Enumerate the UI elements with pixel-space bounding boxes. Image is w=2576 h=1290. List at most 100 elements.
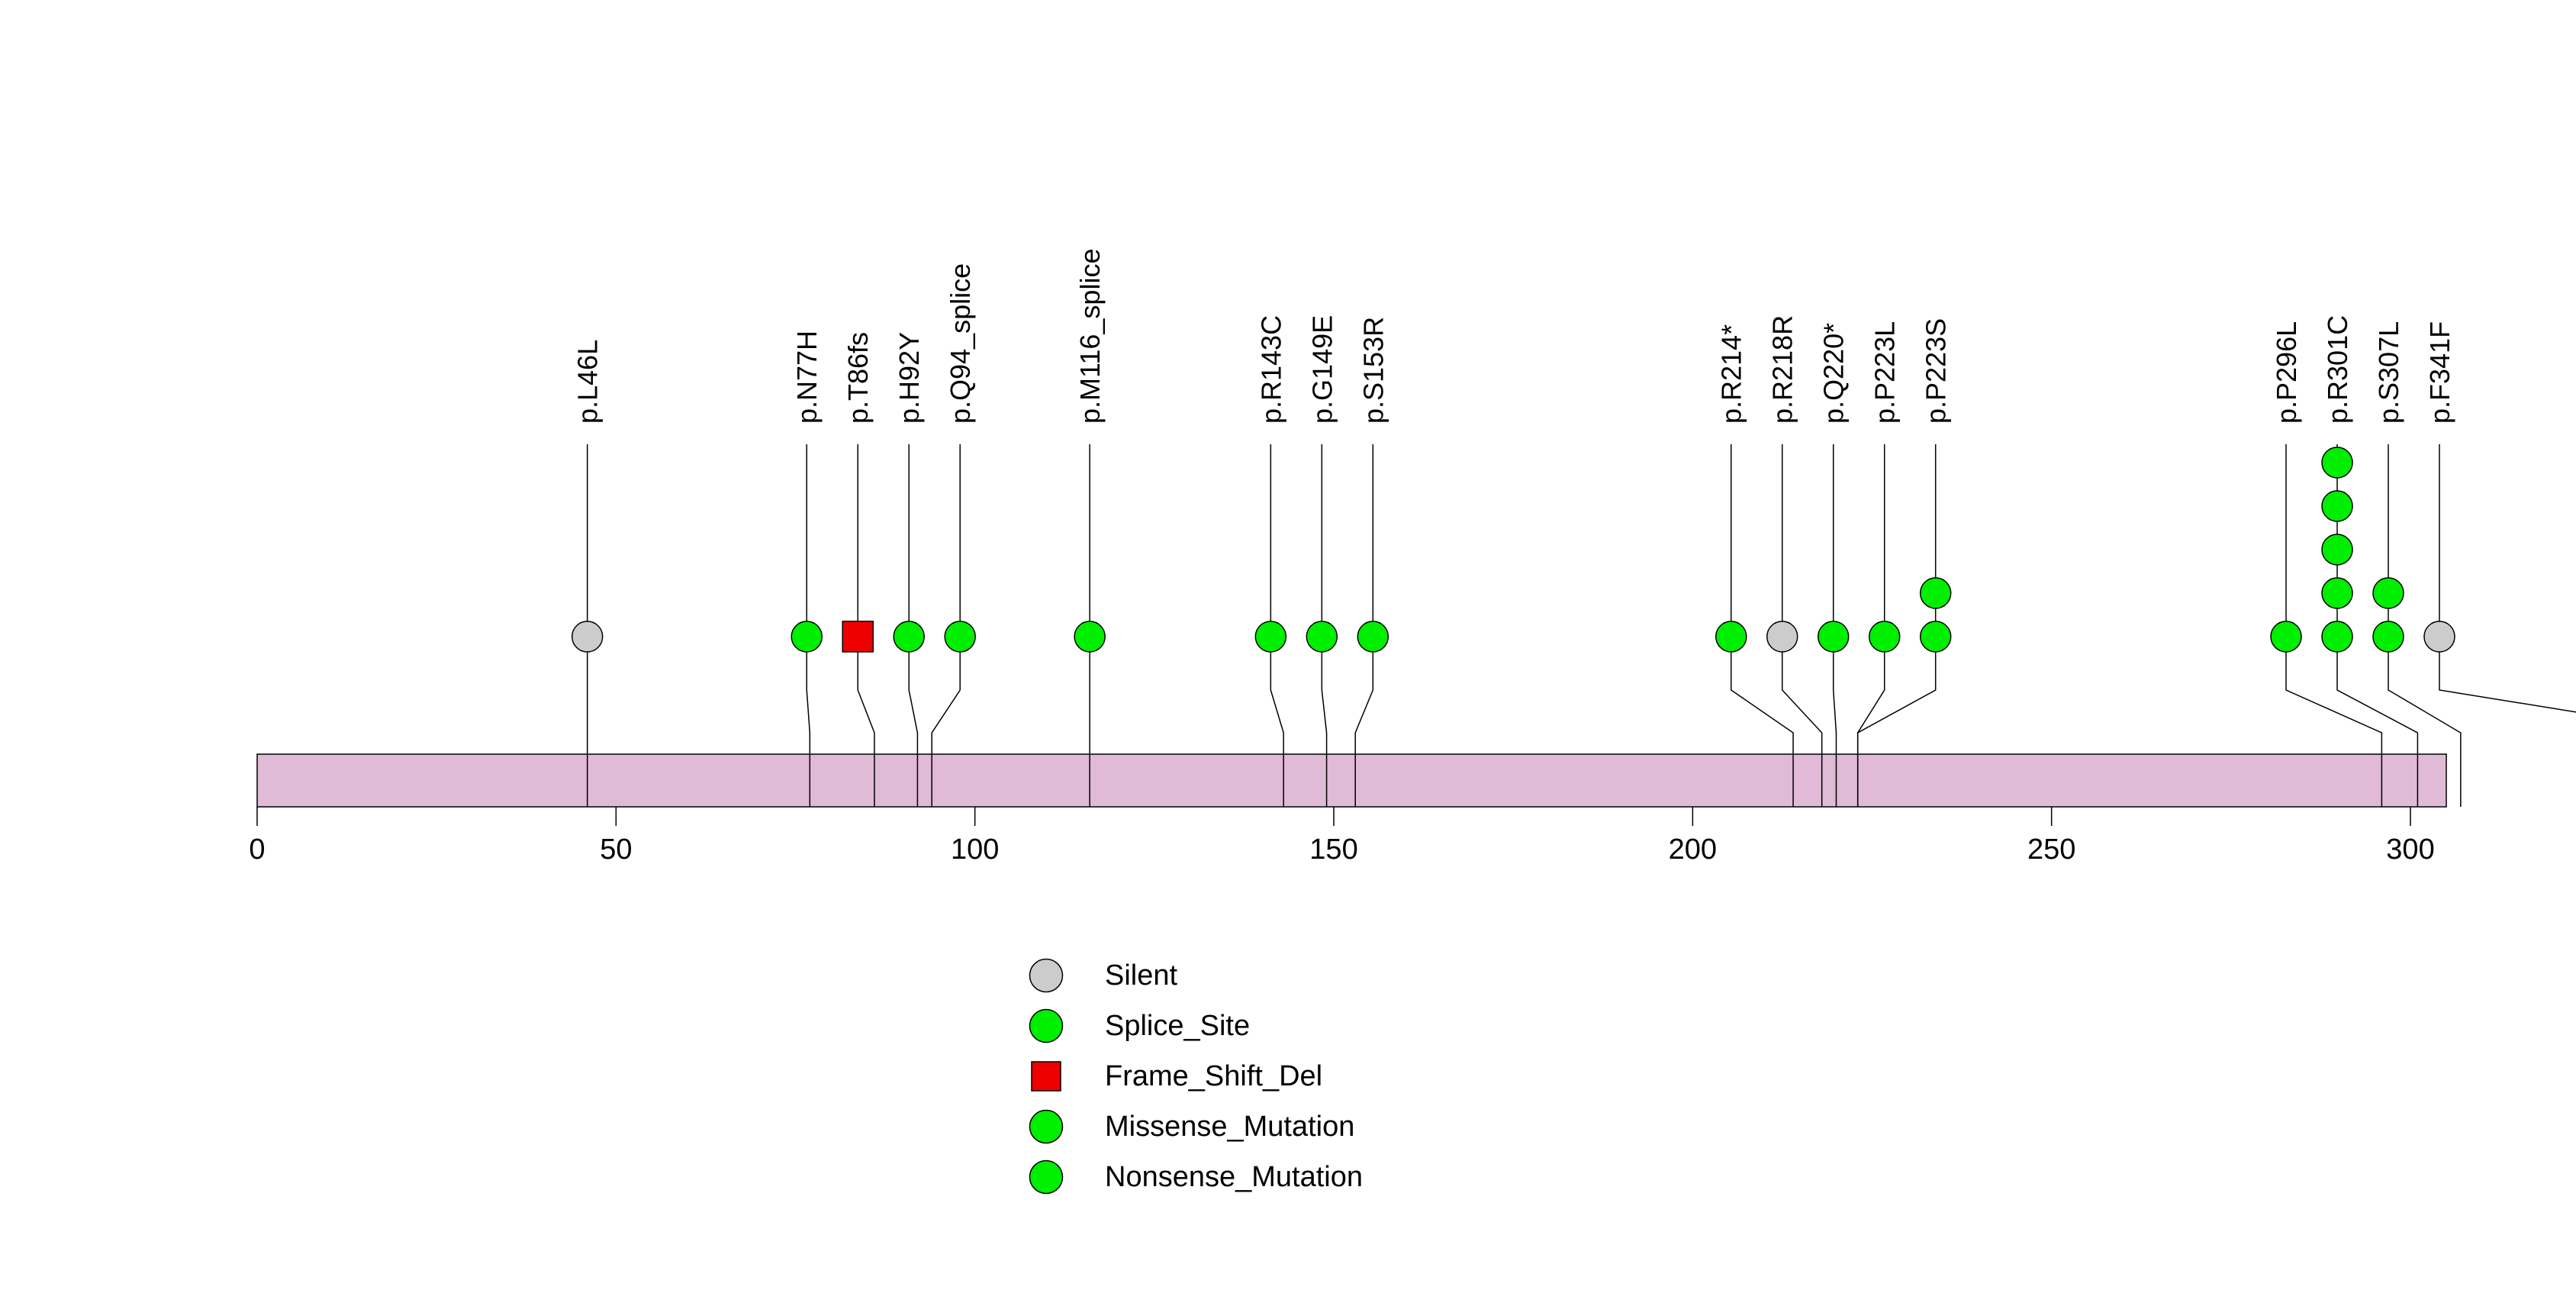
mutation-stem	[806, 444, 811, 807]
legend-circle-marker-icon	[1029, 1008, 1064, 1043]
mutation-label: p.F341F	[2424, 321, 2455, 424]
mutation-label: p.P223S	[1921, 318, 1952, 424]
mutation-marker	[2372, 621, 2404, 653]
mutation-marker	[2423, 621, 2455, 653]
legend-label: Splice_Site	[1105, 1010, 1250, 1042]
mutation-marker	[842, 621, 874, 653]
axis-tick-label: 200	[1669, 834, 1717, 866]
mutation-marker	[893, 621, 925, 653]
legend-square-marker-icon	[1031, 1061, 1061, 1092]
mutation-marker	[1919, 621, 1952, 653]
lollipop: p.P223S	[1919, 318, 1952, 653]
lollipop: p.R143C	[1254, 315, 1287, 653]
protein-axis: 0 50 100 150 200 250 300	[249, 753, 2447, 866]
lollipop: p.Q220*	[1817, 323, 1850, 653]
mutation-label: p.R143C	[1255, 315, 1286, 424]
mutation-marker	[1074, 621, 1106, 653]
mutation-marker	[1306, 621, 1338, 653]
lollipop: p.F341F	[2423, 321, 2455, 653]
legend-item: Silent	[1029, 958, 1177, 993]
axis-tick-label: 150	[1309, 834, 1357, 866]
axis-tick-label: 250	[2027, 834, 2075, 866]
mutation-label: p.P296L	[2271, 321, 2302, 424]
legend-label: Frame_Shift_Del	[1105, 1060, 1322, 1092]
lollipop: p.Q94_splice	[944, 263, 976, 653]
lollipop: p.T86fs	[842, 332, 874, 653]
mutation-label: p.N77H	[791, 331, 823, 424]
axis-tick-label: 100	[951, 834, 999, 866]
legend-circle-marker-icon	[1029, 1109, 1064, 1144]
lollipop: p.M116_splice	[1074, 249, 1106, 653]
axis-tick-label: 50	[600, 834, 632, 866]
legend-item: Splice_Site	[1029, 1008, 1250, 1043]
mutation-label: p.R214*	[1716, 324, 1747, 424]
mutation-marker	[1254, 621, 1287, 653]
mutation-stem	[1832, 444, 1837, 807]
legend-label: Silent	[1105, 959, 1177, 992]
mutation-marker	[2372, 577, 2404, 609]
mutation-stem	[908, 444, 919, 807]
mutation-stem	[1856, 444, 1937, 807]
legend-item: Missense_Mutation	[1029, 1109, 1354, 1144]
lollipop: p.R218R	[1766, 315, 1798, 653]
mutation-marker	[1715, 621, 1747, 653]
mutation-label: p.R218R	[1767, 315, 1798, 424]
lollipop: p.S153R	[1357, 317, 1389, 653]
mutation-marker	[1766, 621, 1798, 653]
legend-label: Nonsense_Mutation	[1105, 1161, 1363, 1193]
legend-item: Frame_Shift_Del	[1031, 1060, 1322, 1092]
mutation-marker	[571, 621, 604, 653]
lollipop: p.R214*	[1715, 324, 1747, 653]
mutation-label: p.H92Y	[894, 332, 925, 424]
mutation-label: p.Q220*	[1818, 323, 1850, 424]
legend-label: Missense_Mutation	[1105, 1111, 1354, 1143]
mutation-marker	[2321, 490, 2353, 522]
lollipop: p.H92Y	[893, 332, 925, 653]
mutation-stem	[857, 444, 875, 807]
mutation-marker	[2321, 447, 2353, 479]
mutation-marker	[944, 621, 976, 653]
mutation-stem	[2388, 444, 2462, 807]
mutation-stem	[1781, 444, 1823, 807]
axis-tick-label: 0	[249, 834, 265, 866]
mutation-label: p.L46L	[572, 340, 604, 424]
mutation-label: p.P223L	[1869, 321, 1901, 424]
mutation-label: p.Q94_splice	[945, 263, 976, 424]
mutation-marker	[1817, 621, 1850, 653]
mutation-label: p.R301C	[2322, 315, 2353, 424]
mutation-marker	[2321, 577, 2353, 609]
mutation-stem	[931, 444, 961, 807]
gene-body-bar	[256, 753, 2447, 808]
mutation-marker	[2321, 534, 2353, 566]
legend-item: Nonsense_Mutation	[1029, 1159, 1363, 1195]
mutation-marker	[2270, 621, 2302, 653]
mutation-label: p.M116_splice	[1074, 249, 1106, 424]
mutation-label: p.G149E	[1306, 315, 1338, 424]
lollipop: p.N77H	[791, 331, 823, 653]
lollipops: p.L46L p.N77H p.T86fs p.H92Y p.Q94_splice p.M…	[571, 249, 2455, 653]
mutation-marker	[791, 621, 823, 653]
mutation-stem	[1270, 444, 1284, 807]
mutation-label: p.T86fs	[842, 332, 874, 424]
mutation-stem	[2439, 444, 2576, 713]
lollipop: p.S307L	[2372, 321, 2404, 653]
mutation-label: p.S307L	[2373, 321, 2404, 424]
legend: SilentSplice_SiteFrame_Shift_DelMissense…	[1029, 958, 1363, 1195]
lollipop: p.P296L	[2270, 321, 2302, 653]
lollipop: p.G149E	[1306, 315, 1338, 653]
mutation-marker	[1919, 577, 1952, 609]
mutation-marker	[1357, 621, 1389, 653]
lollipop: p.R301C	[2321, 315, 2353, 653]
mutation-marker	[1868, 621, 1901, 653]
legend-circle-marker-icon	[1029, 1159, 1064, 1195]
legend-circle-marker-icon	[1029, 958, 1064, 993]
mutation-stem	[2336, 444, 2419, 807]
axis-tick-label: 300	[2386, 834, 2434, 866]
mutation-stem	[2285, 444, 2383, 807]
mutation-stem	[1321, 444, 1328, 807]
lollipop: p.L46L	[571, 340, 604, 653]
mutation-marker	[2321, 621, 2353, 653]
mutation-label: p.S153R	[1357, 317, 1389, 424]
